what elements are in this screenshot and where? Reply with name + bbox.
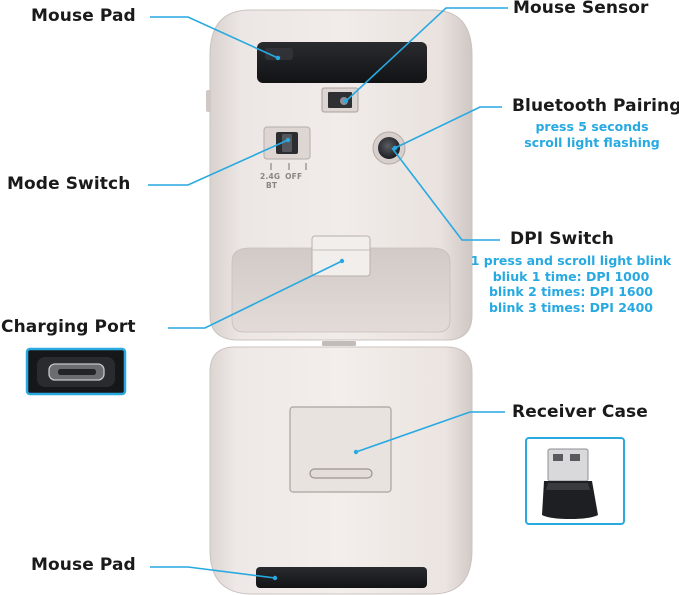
receiver-case-lid bbox=[289, 406, 392, 493]
label-mouse-pad-top: Mouse Pad bbox=[31, 6, 136, 26]
note-dpi-line-3: blink 2 times: DPI 1600 bbox=[488, 284, 653, 299]
label-bluetooth-pairing: Bluetooth Pairing bbox=[512, 96, 679, 116]
label-charging-port: Charging Port bbox=[1, 317, 136, 337]
mode-switch-marks: 2.4G OFF BT bbox=[260, 172, 320, 190]
charging-port-inset bbox=[25, 347, 127, 396]
mouse-bottom-half bbox=[209, 346, 473, 595]
note-bluetooth-line-2: scroll light flashing bbox=[524, 134, 660, 150]
bottom-mouse-pad bbox=[256, 567, 427, 588]
label-mouse-pad-bottom: Mouse Pad bbox=[31, 555, 136, 575]
mode-mark-bt: BT bbox=[266, 181, 278, 190]
label-receiver-case: Receiver Case bbox=[512, 402, 648, 422]
mode-mark-24g: 2.4G bbox=[260, 172, 281, 181]
note-dpi-line-1: 1 press and scroll light blink bbox=[470, 253, 672, 268]
charging-port-flap bbox=[311, 235, 371, 277]
leader-mouse-pad-top bbox=[150, 16, 279, 59]
leader-mouse-sensor bbox=[345, 7, 508, 102]
leader-mouse-pad-bottom bbox=[150, 566, 276, 579]
leader-charging-port bbox=[168, 260, 343, 329]
mode-mark-off: OFF bbox=[285, 172, 303, 181]
leader-mode-switch bbox=[148, 139, 289, 186]
note-bluetooth: press 5 seconds scroll light flashing bbox=[508, 119, 676, 150]
top-mouse-pad bbox=[257, 42, 427, 83]
note-dpi: 1 press and scroll light blink bliuk 1 t… bbox=[465, 253, 677, 315]
label-mode-switch: Mode Switch bbox=[7, 174, 131, 194]
note-dpi-line-4: blink 3 times: DPI 2400 bbox=[488, 299, 653, 315]
leader-bluetooth bbox=[394, 106, 502, 149]
leader-dpi bbox=[391, 147, 500, 241]
receiver-inset bbox=[525, 437, 625, 525]
mouse-top-half bbox=[206, 9, 473, 341]
leader-lines bbox=[148, 7, 508, 579]
label-mouse-sensor: Mouse Sensor bbox=[513, 0, 649, 18]
leader-receiver-case bbox=[355, 411, 505, 453]
label-dpi-switch: DPI Switch bbox=[510, 229, 614, 249]
note-bluetooth-line-1: press 5 seconds bbox=[535, 119, 649, 134]
note-dpi-line-2: bliuk 1 time: DPI 1000 bbox=[492, 268, 650, 284]
